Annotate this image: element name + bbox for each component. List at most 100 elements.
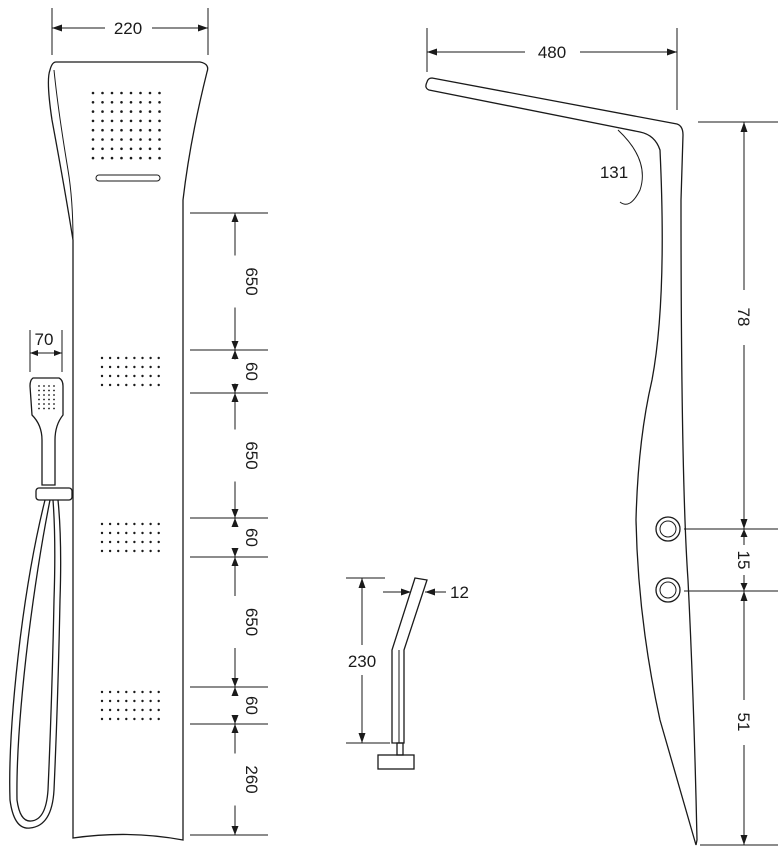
nozzle-dot	[158, 138, 161, 141]
nozzle-dot	[101, 110, 104, 113]
nozzle-dot	[125, 531, 128, 535]
nozzle-dot	[125, 374, 128, 378]
nozzle-dot	[141, 708, 144, 712]
nozzle-dot	[100, 708, 104, 712]
nozzle-dot	[43, 407, 45, 410]
nozzle-dot	[117, 540, 120, 544]
nozzle-dot	[133, 383, 136, 387]
nozzle-dot	[157, 699, 160, 703]
nozzle-dot	[53, 398, 55, 401]
nozzle-dot	[141, 717, 144, 721]
nozzle-dot	[148, 110, 152, 113]
nozzle-dot	[157, 374, 160, 378]
nozzle-dot	[141, 549, 144, 553]
body-jet-grid-2	[100, 522, 160, 553]
nozzle-dot	[125, 356, 128, 360]
nozzle-dot	[141, 356, 144, 360]
nozzle-dot	[133, 356, 136, 360]
spout-thickness-label: 12	[450, 583, 469, 602]
nozzle-dot	[158, 128, 161, 132]
width-label: 220	[114, 19, 142, 38]
nozzle-dot	[125, 708, 128, 712]
handshower-width-label: 70	[35, 330, 54, 349]
spacing-label: 650	[242, 608, 261, 636]
nozzle-dot	[110, 128, 114, 132]
spout-base-knob	[377, 754, 415, 770]
nozzle-dot	[129, 156, 133, 160]
upper-valve	[655, 516, 681, 542]
spacing-label: 60	[242, 528, 261, 547]
nozzle-dot	[158, 110, 161, 113]
nozzle-dot	[53, 385, 55, 387]
nozzle-dot	[91, 156, 95, 160]
nozzle-dot	[157, 383, 160, 387]
nozzle-dot	[148, 128, 152, 132]
nozzle-dot	[149, 531, 152, 535]
nozzle-dot	[108, 356, 112, 360]
nozzle-dot	[149, 690, 152, 694]
nozzle-dot	[48, 389, 50, 392]
nozzle-dot	[100, 699, 104, 703]
nozzle-dot	[100, 374, 104, 378]
nozzle-dot	[108, 383, 112, 387]
upper-height-label: 78	[734, 308, 753, 327]
nozzle-dot	[139, 138, 142, 141]
side-panel-outline	[425, 77, 698, 846]
nozzle-dot	[149, 540, 152, 544]
nozzle-dot	[129, 138, 133, 141]
hand-shower	[9, 377, 73, 829]
body-jet-grid-1	[100, 356, 160, 387]
nozzle-dot	[149, 356, 152, 360]
spacing-label: 60	[242, 696, 261, 715]
lower-height-label: 51	[734, 713, 753, 732]
nozzle-dot	[139, 128, 142, 132]
nozzle-dot	[157, 549, 160, 553]
nozzle-dot	[117, 690, 120, 694]
nozzle-dot	[100, 549, 104, 553]
nozzle-dot	[133, 531, 136, 535]
spacing-label: 260	[242, 765, 261, 793]
spout-detail: 230 12	[346, 577, 469, 770]
nozzle-dot	[129, 101, 133, 104]
nozzle-dot	[148, 101, 152, 104]
width-dimension: 220	[51, 8, 209, 55]
depth-label: 480	[538, 43, 566, 62]
spout-height-label: 230	[348, 652, 376, 671]
nozzle-dot	[108, 708, 112, 712]
nozzle-dot	[120, 101, 123, 104]
nozzle-dot	[117, 374, 120, 378]
nozzle-dot	[53, 389, 55, 392]
nozzle-dot	[91, 91, 95, 95]
nozzle-dot	[108, 540, 112, 544]
spacing-label: 650	[242, 441, 261, 469]
nozzle-dot	[91, 110, 95, 113]
nozzle-dot	[38, 398, 40, 401]
nozzle-dot	[117, 717, 120, 721]
nozzle-dot	[157, 540, 160, 544]
nozzle-dot	[158, 101, 161, 104]
nozzle-dot	[101, 91, 104, 95]
nozzle-dot	[148, 91, 152, 95]
nozzle-dot	[157, 717, 160, 721]
nozzle-dot	[139, 91, 142, 95]
panel-outline	[47, 61, 209, 841]
nozzle-dot	[129, 110, 133, 113]
nozzle-dot	[141, 699, 144, 703]
nozzle-dot	[48, 407, 50, 410]
nozzle-dot	[117, 708, 120, 712]
nozzle-dot	[133, 690, 136, 694]
nozzle-dot	[91, 138, 95, 141]
nozzle-dot	[141, 365, 144, 369]
nozzle-dot	[101, 147, 104, 151]
nozzle-dot	[141, 540, 144, 544]
nozzle-dot	[48, 394, 50, 396]
nozzle-dot	[158, 91, 161, 95]
nozzle-dot	[101, 128, 104, 132]
nozzle-dot	[125, 699, 128, 703]
valve-gap-label: 15	[734, 551, 753, 570]
nozzle-dot	[125, 690, 128, 694]
nozzle-dot	[125, 365, 128, 369]
nozzle-dot	[117, 531, 120, 535]
